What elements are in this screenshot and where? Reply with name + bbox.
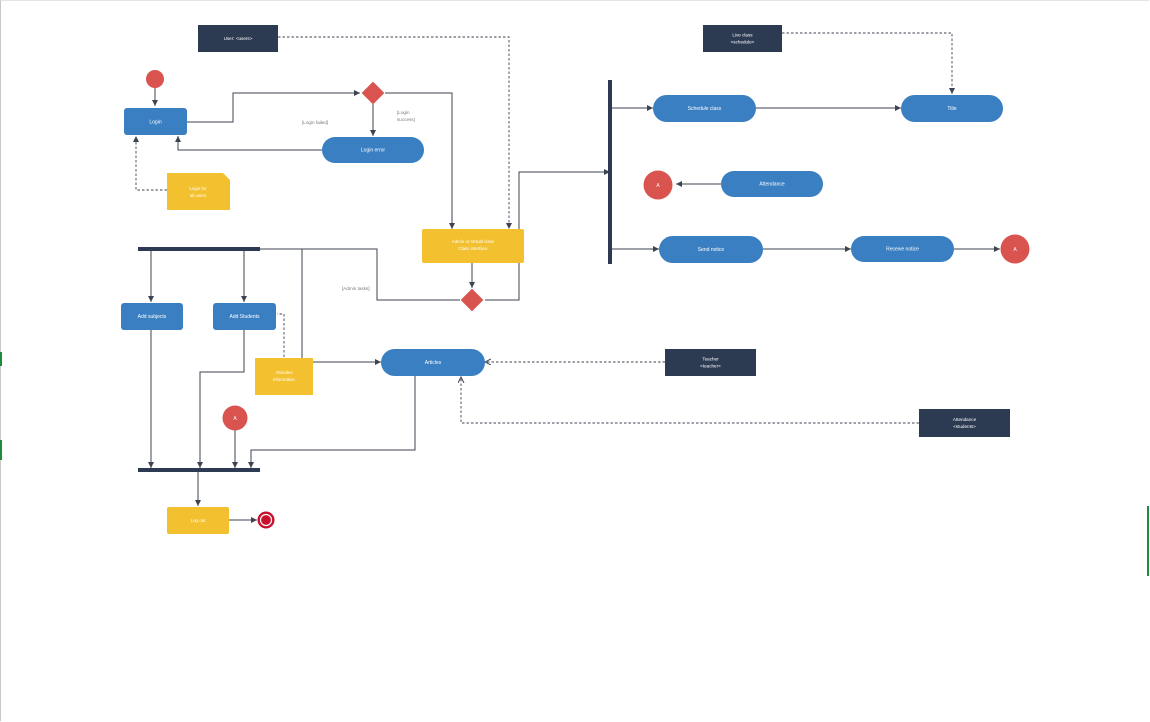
connector-a-label: A bbox=[656, 183, 660, 189]
note-login-line-1: Login for bbox=[189, 186, 207, 191]
object-live-class: Live class <schedule> bbox=[703, 25, 782, 52]
note-attendee-line-1: Attendee bbox=[275, 370, 293, 375]
object-teacher: Teacher <teacher> bbox=[665, 349, 756, 376]
object-flows bbox=[133, 32, 955, 424]
action-articles[interactable]: Articles bbox=[381, 349, 485, 376]
action-title[interactable]: Title bbox=[901, 95, 1003, 122]
action-login-error-label: Login error bbox=[361, 148, 386, 154]
note-attendee-line-2: information bbox=[273, 377, 295, 382]
flow-students-to-join bbox=[197, 330, 245, 468]
canvas-edge-marker bbox=[0, 352, 2, 366]
fork-bar-admin bbox=[138, 247, 260, 251]
guard-login-success-line-2: success] bbox=[397, 117, 415, 122]
object-attendance-line-2: <students> bbox=[953, 424, 976, 429]
connector-a-join: A bbox=[222, 405, 248, 431]
action-add-students[interactable]: Add Students bbox=[213, 303, 276, 330]
initial-node bbox=[146, 70, 164, 88]
action-send-notice[interactable]: Send notice bbox=[659, 236, 763, 263]
action-add-subjects-label: Add subjects bbox=[138, 314, 167, 320]
action-receive-notice[interactable]: Receive notice bbox=[851, 236, 954, 262]
flow-fork-to-articles bbox=[301, 249, 381, 365]
canvas-edge-marker bbox=[0, 440, 2, 460]
object-teacher-line-1: Teacher bbox=[702, 357, 719, 362]
action-title-label: Title bbox=[947, 106, 956, 112]
action-attendance[interactable]: Attendance bbox=[721, 171, 823, 197]
objflow-liveclass-to-title bbox=[782, 32, 955, 94]
flow-login-to-decision bbox=[187, 90, 360, 123]
object-attendance-line-1: Attendance bbox=[953, 417, 977, 422]
admin-interface-line-2: Class interface bbox=[458, 246, 488, 251]
flow-login-error-to-login bbox=[175, 136, 322, 151]
objflow-attendance-to-articles bbox=[461, 377, 919, 424]
action-login[interactable]: Login bbox=[124, 108, 187, 135]
connector-a-label: A bbox=[233, 416, 237, 422]
action-login-error[interactable]: Login error bbox=[322, 137, 424, 163]
object-attendance: Attendance <students> bbox=[919, 409, 1010, 437]
join-bar bbox=[138, 468, 260, 472]
flow-articles-to-join bbox=[248, 376, 416, 468]
connector-a-label: A bbox=[1013, 247, 1017, 253]
decision-admin bbox=[460, 288, 484, 312]
objflow-user-to-admin bbox=[278, 36, 512, 229]
action-log-out[interactable]: Log out bbox=[167, 507, 229, 534]
action-send-notice-label: Send notice bbox=[698, 247, 725, 253]
objflow-note-to-students bbox=[277, 313, 285, 357]
connector-a-notice: A bbox=[1000, 234, 1030, 264]
flow-decision2-to-admin-fork bbox=[258, 248, 460, 301]
note-login-line-2: all users bbox=[190, 193, 207, 198]
admin-interface-line-1: Admin or Virtual class bbox=[452, 239, 495, 244]
action-login-label: Login bbox=[149, 120, 161, 126]
note-attendee-information: Attendee information bbox=[255, 358, 313, 395]
object-live-class-line-2: <schedule> bbox=[731, 40, 755, 45]
action-schedule-class-label: Schedule class bbox=[688, 106, 722, 112]
action-schedule-class[interactable]: Schedule class bbox=[653, 95, 756, 122]
flow-decision-to-admin bbox=[385, 92, 455, 229]
note-login-for-all-users: Login for all users bbox=[167, 173, 230, 210]
canvas-edge-marker bbox=[1147, 506, 1149, 576]
object-user-label: User: <users> bbox=[224, 36, 253, 41]
connector-a-attendance: A bbox=[643, 170, 673, 200]
action-articles-label: Articles bbox=[425, 360, 442, 366]
final-node bbox=[257, 511, 275, 529]
action-add-students-label: Add Students bbox=[229, 314, 260, 320]
object-live-class-line-1: Live class bbox=[732, 33, 753, 38]
control-flows bbox=[148, 88, 1000, 523]
action-admin-interface[interactable]: Admin or Virtual class Class interface bbox=[422, 229, 524, 263]
action-attendance-label: Attendance bbox=[759, 182, 785, 188]
action-add-subjects[interactable]: Add subjects bbox=[121, 303, 183, 330]
decision-login bbox=[361, 81, 385, 105]
action-receive-notice-label: Receive notice bbox=[886, 247, 919, 253]
guard-login-failed: [Login failed] bbox=[302, 120, 328, 125]
object-teacher-line-2: <teacher> bbox=[700, 364, 721, 369]
guard-login-success-line-1: [Login bbox=[397, 110, 410, 115]
object-user: User: <users> bbox=[198, 25, 278, 52]
objflow-note-to-login bbox=[133, 136, 167, 191]
action-log-out-label: Log out bbox=[191, 518, 206, 523]
guard-admin-tasks: [Admin tasks] bbox=[342, 286, 370, 291]
fork-bar-vertical bbox=[608, 80, 612, 264]
